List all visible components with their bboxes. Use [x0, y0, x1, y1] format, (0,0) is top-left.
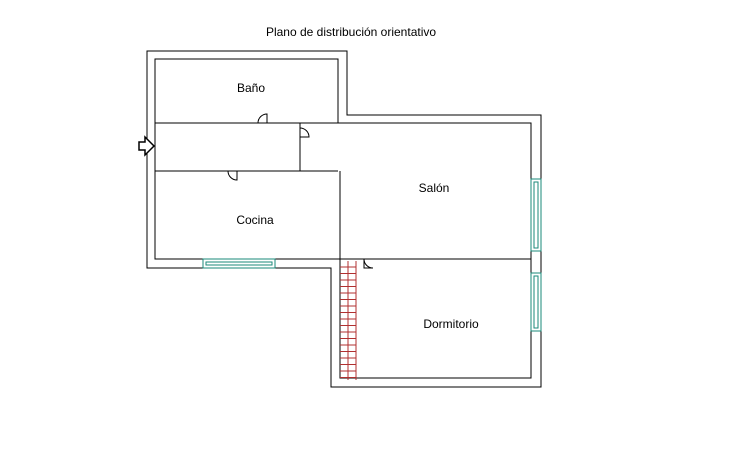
room-label-cocina: Cocina: [236, 213, 274, 227]
window-salon: [530, 178, 542, 252]
plan-title: Plano de distribución orientativo: [266, 25, 436, 39]
window-cocina: [202, 258, 276, 269]
window-dormitorio: [530, 272, 542, 332]
door-bano: [257, 113, 268, 124]
entrance-arrow-icon: [138, 135, 156, 157]
door-dormitorio: [363, 258, 374, 269]
door-hall-salon: [299, 127, 310, 138]
stairs: [340, 261, 357, 380]
outer-wall-outer: [146, 50, 542, 388]
room-label-salon: Salón: [419, 181, 450, 195]
door-cocina: [227, 170, 238, 181]
room-label-bano: Baño: [237, 81, 265, 95]
room-label-dormitorio: Dormitorio: [423, 317, 479, 331]
